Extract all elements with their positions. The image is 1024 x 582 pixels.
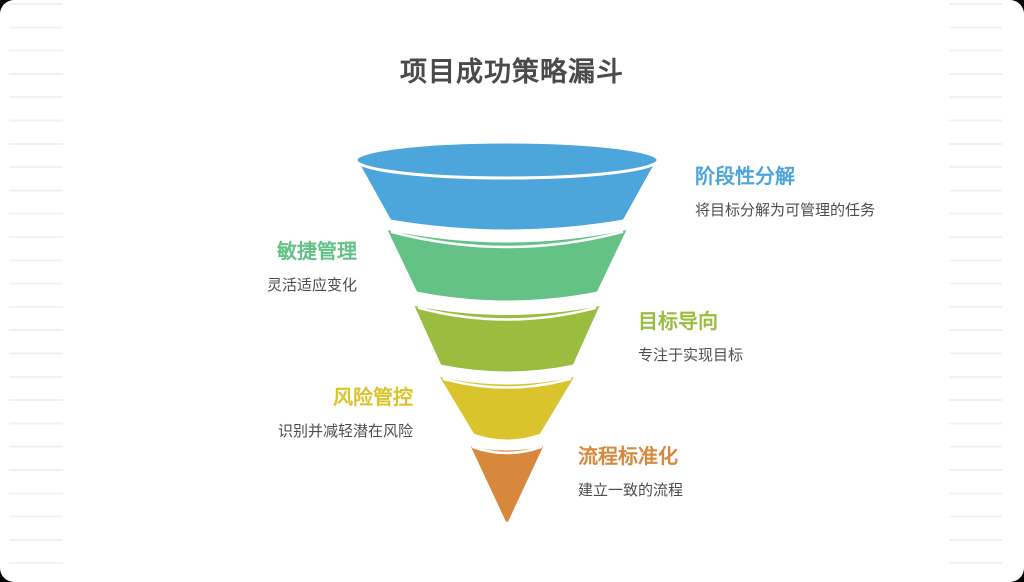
funnel-top-ellipse <box>354 140 660 180</box>
stage-1-desc: 将目标分解为可管理的任务 <box>695 202 876 219</box>
stage-2-rim <box>390 230 624 249</box>
stage-1-title: 阶段性分解 <box>695 166 795 188</box>
stage-4-rim <box>442 377 572 389</box>
page-title: 项目成功策略漏斗 <box>400 57 624 87</box>
funnel-stage-5 <box>466 442 548 525</box>
stage-4-title: 风险管控 <box>333 387 413 409</box>
funnel-stage-2 <box>383 226 631 304</box>
stage-3-title: 目标导向 <box>638 311 718 333</box>
stage-3-rim <box>417 306 597 321</box>
stage-5-rim <box>471 445 543 455</box>
stage-label-1: 阶段性分解 将目标分解为可管理的任务 <box>695 165 875 220</box>
stage-5-title: 流程标准化 <box>578 446 678 468</box>
funnel-stage-3 <box>410 302 604 375</box>
stage-label-3: 目标导向 专注于实现目标 <box>638 310 743 365</box>
stage-5-desc: 建立一致的流程 <box>578 482 684 499</box>
funnel-stage-1 <box>354 140 660 233</box>
stage-label-2: 敏捷管理 灵活适应变化 <box>267 240 357 295</box>
stage-label-5: 流程标准化 建立一致的流程 <box>578 445 683 500</box>
stage-2-title: 敏捷管理 <box>277 241 357 263</box>
ruled-lines-left <box>9 0 63 582</box>
stage-label-4: 风险管控 识别并减轻潜在风险 <box>278 386 413 441</box>
funnel-stage-4 <box>435 373 579 443</box>
stage-3-desc: 专注于实现目标 <box>638 347 744 364</box>
ruled-lines-right <box>949 0 1002 582</box>
stage-4-desc: 识别并减轻潜在风险 <box>277 423 413 440</box>
stage-2-desc: 灵活适应变化 <box>266 277 357 294</box>
